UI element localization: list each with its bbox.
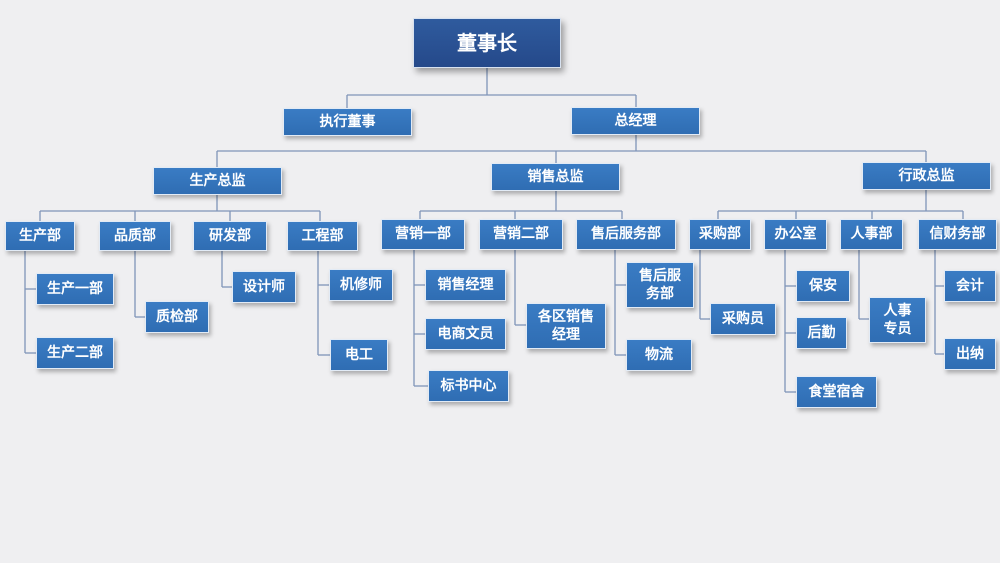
node-accounting: 会计 (944, 270, 996, 302)
node-admin-director: 行政总监 (862, 162, 991, 190)
node-production-1: 生产一部 (36, 273, 114, 305)
node-purchasing-dept: 采购部 (689, 219, 751, 250)
node-after-sales-sub: 售后服 务部 (626, 262, 694, 308)
node-quality-dept: 品质部 (99, 221, 171, 251)
node-production-dept: 生产部 (5, 221, 75, 251)
node-marketing-1: 营销一部 (381, 219, 465, 250)
node-canteen-dorm: 食堂宿舍 (796, 376, 877, 408)
node-sales-manager: 销售经理 (425, 269, 506, 301)
node-electrician: 电工 (330, 339, 388, 371)
node-bidding-center: 标书中心 (428, 370, 509, 402)
node-hr-dept: 人事部 (840, 219, 903, 250)
node-sales-director: 销售总监 (491, 163, 620, 191)
node-office: 办公室 (764, 219, 827, 250)
node-buyer: 采购员 (710, 303, 776, 335)
node-after-sales-dept: 售后服务部 (576, 219, 676, 250)
node-engineering-dept: 工程部 (287, 221, 358, 251)
node-rnd-dept: 研发部 (193, 221, 267, 251)
node-security: 保安 (796, 270, 850, 302)
node-mechanic: 机修师 (329, 269, 393, 301)
node-designer: 设计师 (232, 271, 296, 303)
node-regional-sales-manager: 各区销售 经理 (526, 303, 606, 349)
node-production-director: 生产总监 (153, 167, 282, 195)
node-chairman: 董事长 (413, 18, 561, 68)
node-general-manager: 总经理 (571, 107, 700, 135)
node-production-2: 生产二部 (36, 337, 114, 369)
node-hr-specialist: 人事 专员 (869, 297, 926, 343)
node-cashier: 出纳 (944, 338, 996, 370)
node-logistics: 物流 (626, 339, 692, 371)
node-logistics-support: 后勤 (796, 317, 847, 349)
node-marketing-2: 营销二部 (479, 219, 563, 250)
node-ecommerce-clerk: 电商文员 (425, 318, 506, 350)
node-finance-dept: 信财务部 (918, 219, 997, 250)
node-exec-director: 执行董事 (283, 108, 412, 136)
node-qc-dept: 质检部 (145, 301, 209, 333)
